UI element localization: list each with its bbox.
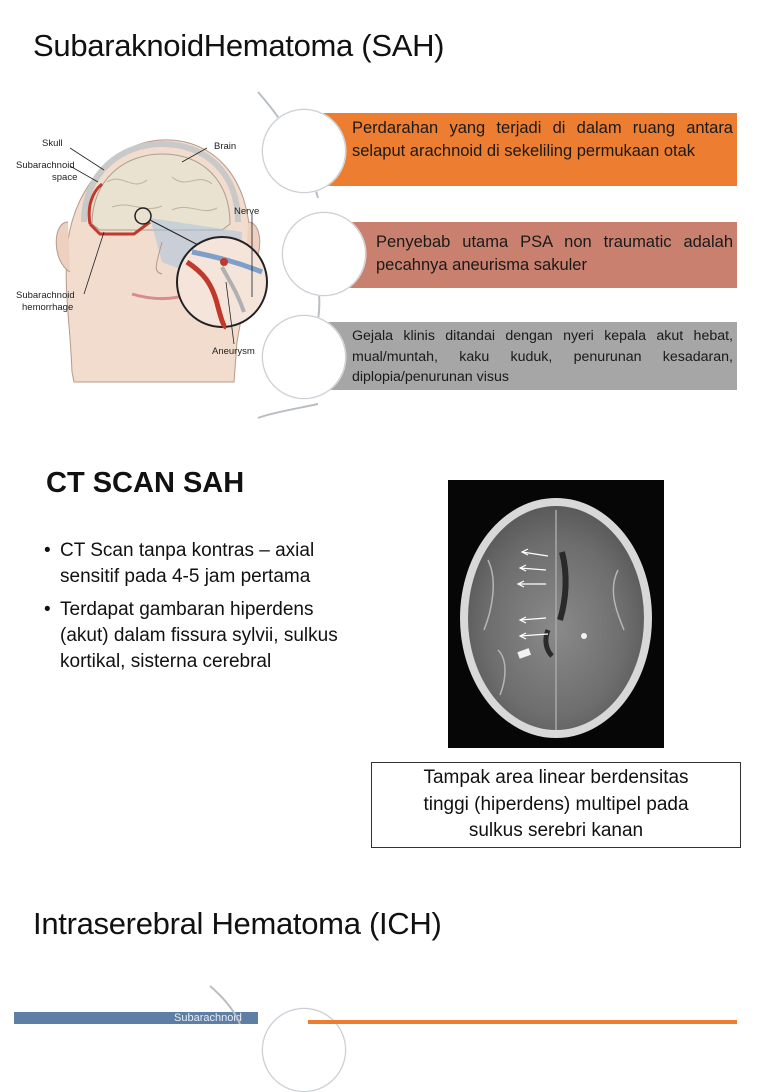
bullet-circle-3	[262, 315, 346, 399]
label-subarachnoid-hemorrhage-line2: hemorrhage	[22, 302, 73, 313]
brain-anatomy-illustration: Skull Brain Subarachnoid space Nerve Sub…	[16, 138, 268, 383]
bullet-line: (akut) dalam fissura sylvii, sulkus	[60, 625, 338, 646]
bullet-line: kortikal, sisterna cerebral	[60, 651, 272, 672]
bullet-circle-1	[262, 109, 346, 193]
ich-illustration-partial: Subarachnoid	[14, 1012, 258, 1024]
caption-line: sulkus serebri kanan	[468, 820, 644, 841]
label-skull: Skull	[42, 138, 63, 149]
label-aneurysm: Aneurysm	[212, 346, 255, 357]
label-nerve: Nerve	[234, 206, 259, 217]
sah-title: SubaraknoidHematoma (SAH)	[33, 28, 445, 63]
ich-image-label: Subarachnoid	[174, 1012, 242, 1024]
bullet-circle-2	[282, 212, 366, 296]
caption-line: tinggi (hiperdens) multipel pada	[423, 793, 689, 815]
bullet-line: Terdapat gambaran hiperdens	[60, 599, 314, 620]
ich-box-partial	[308, 1020, 737, 1024]
bullet-dot: •	[44, 599, 51, 620]
sah-illustration: Skull Brain Subarachnoid space Nerve Sub…	[12, 122, 274, 384]
label-subarachnoid-space-line2: space	[52, 172, 77, 183]
sah-definition-box: Perdarahan yang terjadi di dalam ruang a…	[308, 113, 737, 186]
ich-title: Intraserebral Hematoma (ICH)	[33, 906, 442, 941]
ct-scan-drawing	[460, 498, 652, 738]
label-brain: Brain	[214, 141, 236, 152]
ct-scan-image	[448, 480, 664, 748]
ich-connector-arc	[209, 985, 241, 1024]
caption-line: Tampak area linear berdensitas	[423, 767, 689, 788]
sah-cause-box: Penyebab utama PSA non traumatic adalah …	[334, 222, 737, 288]
label-subarachnoid-hemorrhage-line1: Subarachnoid	[16, 290, 75, 301]
bullet-line: sensitif pada 4-5 jam pertama	[60, 566, 311, 587]
bullet-dot: •	[44, 540, 51, 561]
bullet-line: CT Scan tanpa kontras – axial	[60, 540, 315, 561]
ct-scan-title: CT SCAN SAH	[46, 467, 245, 499]
label-subarachnoid-space-line1: Subarachnoid	[16, 160, 75, 171]
sah-symptoms-box: Gejala klinis ditandai dengan nyeri kepa…	[308, 322, 737, 390]
ct-image-caption: Tampak area linear berdensitas tinggi (h…	[371, 762, 741, 848]
